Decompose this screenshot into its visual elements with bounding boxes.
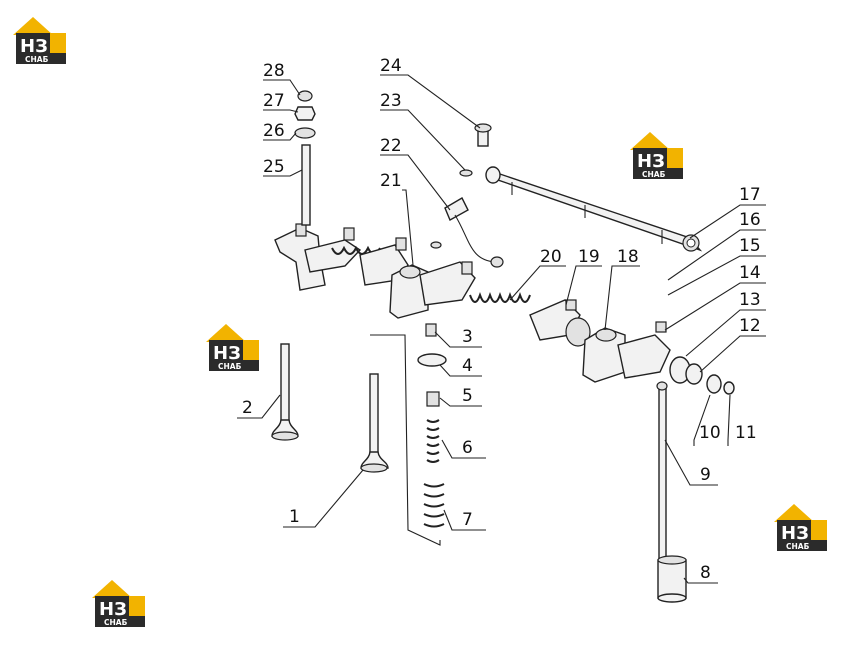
callout-15: 15: [739, 236, 761, 256]
callout-17: 17: [739, 185, 761, 205]
callout-9: 9: [700, 465, 711, 485]
callout-6: 6: [462, 438, 473, 458]
valve-spring-stack: [417, 323, 447, 528]
push-rod: [656, 381, 668, 561]
callout-24: 24: [380, 56, 402, 76]
callout-5: 5: [462, 386, 473, 406]
callout-7: 7: [462, 510, 473, 530]
callout-27: 27: [263, 91, 285, 111]
right-rocker-assembly: [582, 321, 735, 395]
callout-labels: 1 2 3 4 5 6 7 8 9 10 11 12 13 14 15 16 1…: [242, 56, 761, 583]
exhaust-valve: [271, 343, 299, 441]
logo-subtext: СНАБ: [25, 55, 49, 64]
logo-subtext: СНАБ: [104, 618, 128, 627]
logo-letters: НЗ: [637, 151, 665, 172]
callout-16: 16: [739, 210, 761, 230]
middle-rocker-assembly: [389, 261, 591, 347]
logo-subtext: СНАБ: [218, 362, 242, 371]
logo-letters: НЗ: [99, 599, 127, 620]
brand-logo: НЗ СНАБ: [774, 504, 827, 551]
brand-logo: НЗ СНАБ: [206, 324, 259, 371]
left-rocker-assembly: [274, 223, 409, 291]
callout-19: 19: [578, 247, 600, 267]
oil-pipe: [430, 197, 504, 268]
leader-lines: [237, 74, 766, 584]
logo-letters: НЗ: [213, 343, 241, 364]
banjo-bolt: [459, 123, 492, 177]
callout-25: 25: [263, 157, 285, 177]
callout-8: 8: [700, 563, 711, 583]
callout-23: 23: [380, 91, 402, 111]
callout-21: 21: [380, 171, 402, 191]
callout-10: 10: [699, 423, 721, 443]
callout-28: 28: [263, 61, 285, 81]
callout-3: 3: [462, 327, 473, 347]
callout-11: 11: [735, 423, 757, 443]
logo-subtext: СНАБ: [786, 542, 810, 551]
callout-22: 22: [380, 136, 402, 156]
callout-26: 26: [263, 121, 285, 141]
logo-subtext: СНАБ: [642, 170, 666, 179]
valve-bracket-outline: [370, 334, 441, 546]
adjusting-screw: [294, 90, 316, 226]
logo-letters: НЗ: [20, 36, 48, 57]
brand-logo: НЗ СНАБ: [630, 132, 683, 179]
callout-14: 14: [739, 263, 761, 283]
logo-letters: НЗ: [781, 523, 809, 544]
callout-13: 13: [739, 290, 761, 310]
callout-18: 18: [617, 247, 639, 267]
brand-logo: НЗ СНАБ: [13, 17, 66, 64]
callout-4: 4: [462, 356, 473, 376]
intake-valve: [360, 373, 389, 473]
callout-1: 1: [289, 507, 300, 527]
tappet: [657, 555, 687, 603]
brand-logo: НЗ СНАБ: [92, 580, 145, 627]
callout-2: 2: [242, 398, 253, 418]
callout-20: 20: [540, 247, 562, 267]
rocker-shaft: [485, 166, 703, 252]
callout-12: 12: [739, 316, 761, 336]
